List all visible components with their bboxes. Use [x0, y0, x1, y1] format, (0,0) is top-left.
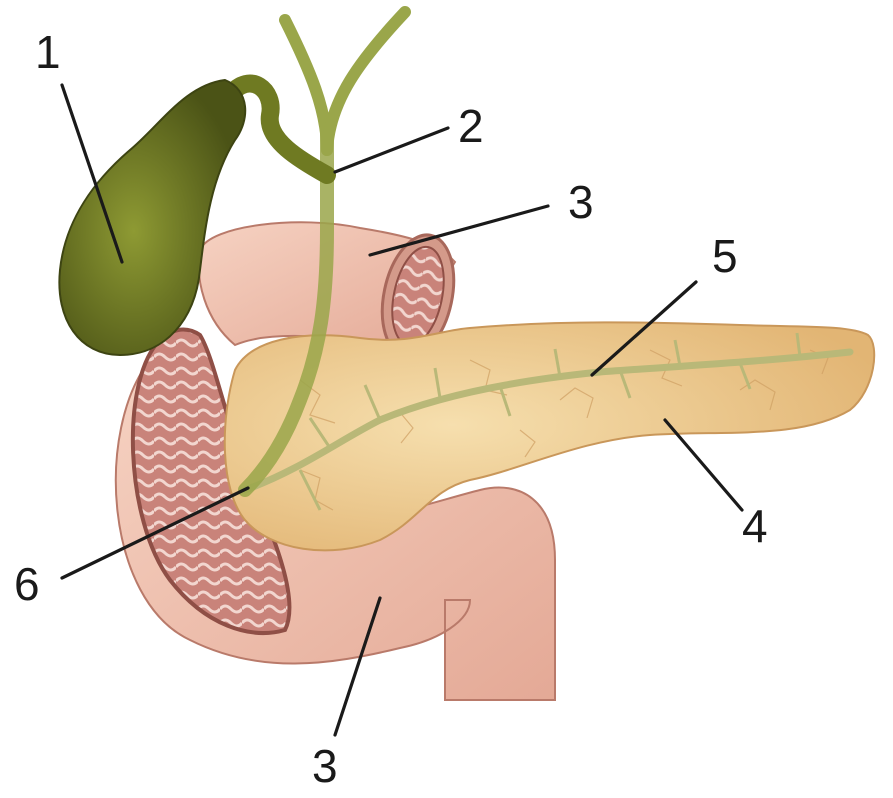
hepatic-duct-right: [327, 12, 405, 150]
label-5: 5: [712, 230, 738, 282]
leader-line-2: [335, 128, 448, 172]
label-3-bottom: 3: [312, 740, 338, 792]
label-2: 2: [458, 100, 484, 152]
label-1: 1: [35, 26, 61, 78]
label-3-top: 3: [568, 176, 594, 228]
label-4: 4: [742, 500, 768, 552]
leader-line-3a: [370, 206, 548, 255]
label-6: 6: [14, 558, 40, 610]
hepatic-duct-left: [285, 20, 327, 150]
